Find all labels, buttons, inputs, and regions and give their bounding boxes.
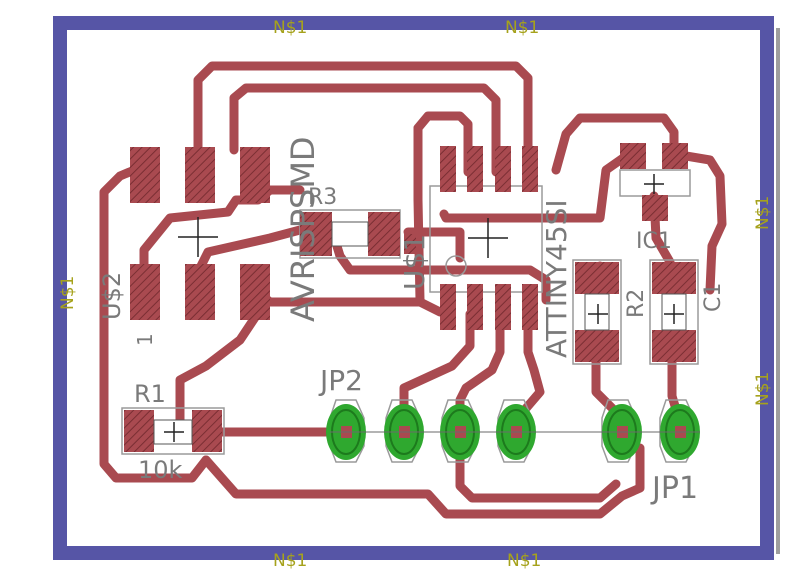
net-label-bottom-right: N$1 bbox=[507, 551, 541, 571]
u2-footprint bbox=[130, 147, 270, 320]
u2-pin1-label: 1 bbox=[133, 333, 157, 346]
avr-name-label: AVRISPSMD bbox=[284, 136, 322, 322]
u1-name-label: U$1 bbox=[398, 234, 431, 290]
attiny-footprint bbox=[404, 146, 543, 330]
c1-name-label: C1 bbox=[701, 283, 726, 312]
ic1-name-label: IC1 bbox=[636, 229, 672, 254]
board-outline bbox=[53, 16, 774, 560]
ic1-footprint bbox=[619, 143, 691, 221]
jp1-name-label: JP1 bbox=[650, 471, 698, 506]
attiny-name-label: ATTINY45SI bbox=[540, 199, 573, 358]
r2-name-label: R2 bbox=[624, 289, 649, 318]
r1-name-label: R1 bbox=[134, 380, 166, 408]
u2-name-label: U$2 bbox=[98, 272, 126, 320]
net-label-right-top: N$1 bbox=[753, 196, 773, 230]
traces bbox=[99, 61, 727, 519]
r1-footprint bbox=[121, 407, 225, 455]
board-outline-shadow bbox=[776, 28, 780, 554]
c1-footprint bbox=[649, 259, 699, 365]
net-label-left: N$1 bbox=[58, 276, 78, 310]
net-label-top-left: N$1 bbox=[273, 18, 307, 38]
net-label-bottom-left: N$1 bbox=[273, 551, 307, 571]
r2-footprint bbox=[572, 259, 622, 365]
r1-value-label: 10k bbox=[138, 456, 183, 484]
r3-footprint bbox=[299, 209, 401, 259]
net-label-top-right: N$1 bbox=[505, 18, 539, 38]
net-label-right-bottom: N$1 bbox=[753, 372, 773, 406]
r3-name-label: R3 bbox=[308, 185, 337, 210]
jp2-name-label: JP2 bbox=[318, 364, 363, 397]
